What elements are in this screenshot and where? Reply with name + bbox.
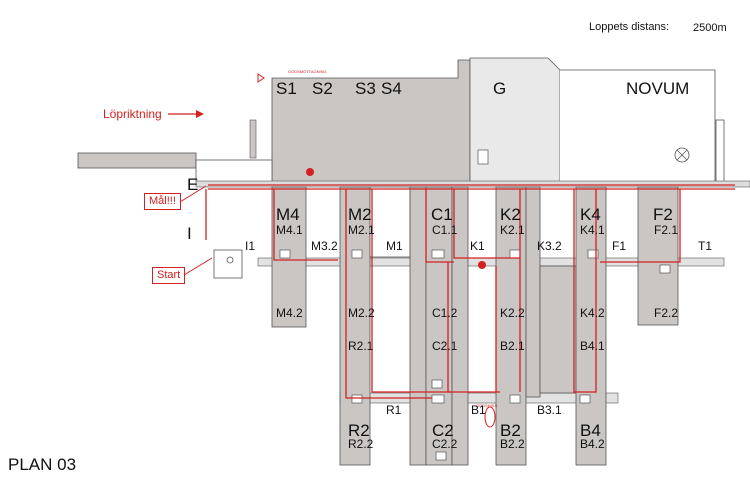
- building-label: C2.1: [432, 339, 458, 353]
- building-label: K4.1: [580, 223, 605, 237]
- building-label: C1: [431, 205, 453, 224]
- building-label: R2.2: [348, 437, 374, 451]
- building-label: R2.1: [348, 339, 374, 353]
- building-label: C1.2: [432, 306, 458, 320]
- building-label: E: [187, 175, 199, 194]
- building-label: B2: [500, 421, 521, 440]
- building-label: M3.2: [311, 239, 338, 253]
- building-label: B4.1: [580, 339, 605, 353]
- building-label: B2.1: [500, 339, 525, 353]
- building-label: K2: [500, 205, 521, 224]
- building-label: K4: [580, 205, 601, 224]
- building-label: K2.1: [500, 223, 525, 237]
- building-label: K4.2: [580, 306, 605, 320]
- building-label: M2.1: [348, 223, 375, 237]
- building-label: C2.2: [432, 437, 458, 451]
- building-label: M1: [386, 239, 403, 253]
- building-label: R2: [348, 421, 370, 440]
- building-label: K1: [470, 239, 485, 253]
- goods-lift-label: GODSHISS: [476, 403, 498, 408]
- building-label: B3.1: [537, 403, 562, 417]
- building-label: C2: [432, 421, 454, 440]
- building-label: M4.2: [276, 306, 303, 320]
- building-label: S2: [312, 79, 333, 98]
- finish-callout: Mål!!!: [144, 193, 181, 211]
- building-label: F2.1: [654, 223, 679, 237]
- building-label: NOVUM: [626, 79, 690, 98]
- building-label: S1: [276, 79, 297, 98]
- building-label: F2: [653, 205, 673, 224]
- building-label: M4: [276, 205, 300, 224]
- building-label: B4.2: [580, 437, 605, 451]
- building-label: B2.2: [500, 437, 525, 451]
- building-label: M4.1: [276, 223, 303, 237]
- building-label: B4: [580, 421, 601, 440]
- building-label: G: [493, 79, 507, 98]
- building-label: I: [187, 224, 192, 243]
- distance-value: 2500m: [693, 22, 727, 34]
- building-label: S4: [381, 79, 402, 98]
- building-label: C1.1: [432, 223, 458, 237]
- building-label: R1: [386, 403, 402, 417]
- building-label: I1: [245, 239, 256, 253]
- direction-label: Löpriktning: [103, 107, 162, 121]
- start-callout: Start: [152, 267, 186, 285]
- building-label: M2.2: [348, 306, 375, 320]
- goods-receiving-label: GODSMOTTAGNING: [288, 69, 327, 74]
- building-label: F2.2: [654, 306, 679, 320]
- plan-label: PLAN 03: [8, 455, 77, 474]
- building-label: B1: [471, 403, 486, 417]
- running-route: [205, 184, 735, 399]
- building-label: K2.2: [500, 306, 525, 320]
- building-label: M2: [348, 205, 372, 224]
- building-label: K3.2: [537, 239, 562, 253]
- building-label: S3: [355, 79, 376, 98]
- building-label: T1: [698, 239, 713, 253]
- building-label: F1: [612, 239, 627, 253]
- distance-label: Loppets distans:: [589, 21, 670, 33]
